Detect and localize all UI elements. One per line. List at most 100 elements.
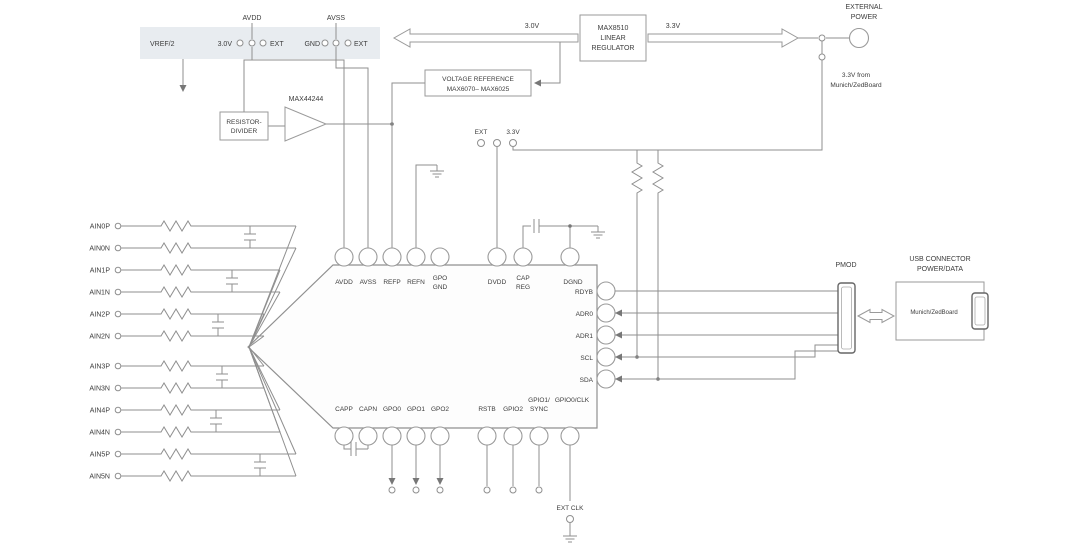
resistor-divider-line2: DIVIDER <box>231 128 258 135</box>
input-pad <box>114 472 122 480</box>
dvdd-supply-jumper: EXT 3.3V <box>475 60 823 248</box>
jumper-pad <box>477 139 485 147</box>
series-resistor <box>157 360 195 372</box>
digital-bus-wiring <box>615 290 838 383</box>
input-pad <box>114 406 122 414</box>
pin-adr0 <box>596 303 616 323</box>
pin-avss <box>358 247 378 267</box>
testpoint-pad <box>483 486 491 494</box>
pin-label: REFN <box>407 279 425 286</box>
bus-arrow-3v0 <box>392 28 579 48</box>
ext-clk-label: EXT CLK <box>557 505 585 512</box>
testpoint-pad <box>388 486 396 494</box>
arrowhead-left-icon <box>615 331 622 339</box>
series-resistor <box>157 330 195 342</box>
pin-gpo1 <box>406 426 426 446</box>
input-label: AIN1N <box>89 290 110 297</box>
external-power-connector <box>848 27 870 49</box>
analog-input-row: AIN5P <box>90 346 297 460</box>
pin-dvdd <box>487 247 507 267</box>
jumper-pad <box>332 39 340 47</box>
opamp-label: MAX44244 <box>289 96 324 103</box>
pin-label: GND <box>433 284 448 291</box>
bus-arrow-3v3 <box>647 28 800 48</box>
pin-label: CAPP <box>335 406 353 413</box>
supply-wiring <box>251 47 606 248</box>
input-label: AIN3N <box>89 386 110 393</box>
external-power-line2: POWER <box>851 14 877 21</box>
pin-label: GPIO2 <box>503 406 523 413</box>
opamp-symbol <box>284 106 328 142</box>
series-resistor <box>157 404 195 416</box>
input-label: AIN2P <box>90 312 111 319</box>
pullup-resistor <box>652 159 664 197</box>
analog-input-row: AIN5N <box>89 346 297 482</box>
ext-clk-pad <box>566 515 574 523</box>
pin-refp <box>382 247 402 267</box>
pin-sda <box>596 369 616 389</box>
series-resistor <box>157 448 195 460</box>
pin-adr1 <box>596 325 616 345</box>
resistor-divider-box <box>219 111 269 141</box>
vref-box <box>424 69 532 97</box>
label-gnd-option: GND <box>304 41 320 48</box>
external-power-line1: EXTERNAL <box>846 4 883 11</box>
external-power-block: EXTERNAL POWER 3.3V from Munich/ZedBoard <box>798 4 883 89</box>
resistor-divider-block: RESISTOR- DIVIDER MAX44244 <box>219 59 394 142</box>
arrowhead-left-icon <box>615 353 622 361</box>
testpoint-pad <box>436 486 444 494</box>
voltage-reference-block: VOLTAGE REFERENCE MAX6070– MAX6025 <box>391 42 561 248</box>
cap-flying-capacitor <box>343 442 369 456</box>
pin-label: GPO2 <box>431 406 449 413</box>
label-dvdd-3v3: 3.3V <box>506 129 520 136</box>
analog-input-row: AIN1N <box>89 286 281 348</box>
chip-body <box>247 264 598 429</box>
pin-label: GPIO0/CLK <box>555 397 590 404</box>
analog-input-row: AIN2N <box>89 330 265 348</box>
testpoint-pad <box>509 486 517 494</box>
jumper-pad <box>344 39 352 47</box>
pin-gpio1-sync <box>529 426 549 446</box>
input-label: AIN0P <box>90 224 111 231</box>
input-pad <box>114 332 122 340</box>
pin-capn <box>358 426 378 446</box>
analog-input-row: AIN4P <box>90 346 281 416</box>
input-filter-cap <box>244 226 256 248</box>
pin-label: GPO0 <box>383 406 401 413</box>
input-pad <box>114 266 122 274</box>
pin-label: AVDD <box>335 279 353 286</box>
arrowhead-down-icon <box>388 478 396 485</box>
pin-label: SCL <box>580 355 593 362</box>
input-label: AIN4P <box>90 408 111 415</box>
ground-icon <box>590 225 606 239</box>
analog-input-section: AIN0P AIN0N AIN1P AIN1N AIN2P <box>89 220 297 482</box>
label-vref-half: VREF/2 <box>150 41 175 48</box>
input-filter-cap <box>210 410 222 432</box>
input-pad <box>114 428 122 436</box>
input-label: AIN5P <box>90 452 111 459</box>
jumper-pad <box>236 39 244 47</box>
analog-input-row: AIN3P <box>90 346 265 372</box>
pin-label: REG <box>516 284 530 291</box>
input-pad <box>114 384 122 392</box>
series-resistor <box>157 220 195 232</box>
pin-refn <box>406 247 426 267</box>
alt-power-line1: 3.3V from <box>842 72 870 79</box>
input-label: AIN2N <box>89 334 110 341</box>
analog-input-row: AIN1P <box>90 264 281 348</box>
pin-label: CAP <box>516 275 529 282</box>
arrowhead-left-icon <box>615 375 622 383</box>
pmod-connector: PMOD <box>836 262 857 354</box>
regulator-box <box>579 14 647 62</box>
usb-label-line2: POWER/DATA <box>917 266 963 273</box>
usb-connector-block: USB CONNECTOR POWER/DATA Munich/ZedBoard <box>895 256 989 341</box>
analog-input-row: AIN2P <box>90 308 265 348</box>
jumper-pad <box>493 139 501 147</box>
analog-input-row: AIN4N <box>89 346 281 438</box>
input-filter-cap <box>212 314 224 336</box>
pin-label: SDA <box>580 377 594 384</box>
input-filter-cap <box>226 270 238 292</box>
pin-scl <box>596 347 616 367</box>
pin-label: ADR0 <box>576 311 594 318</box>
series-resistor <box>157 264 195 276</box>
